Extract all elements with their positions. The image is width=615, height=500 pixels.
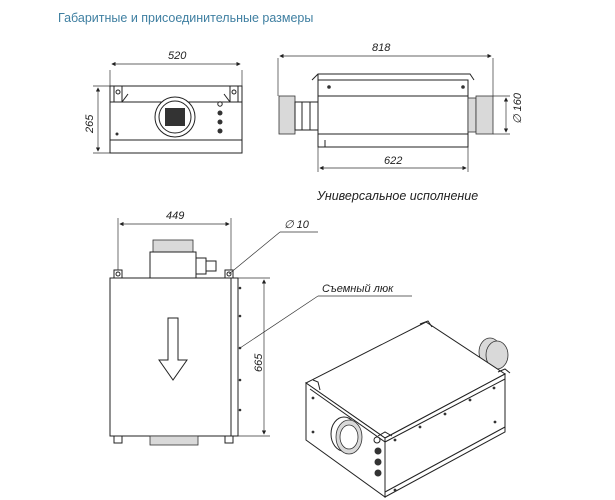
- side-view-caption: Универсальное исполнение: [316, 189, 478, 203]
- side-duct-left: [278, 95, 296, 135]
- removable-hatch-label: Съемный люк: [322, 283, 394, 295]
- duct-diameter-label: ∅ 160: [512, 92, 524, 124]
- airflow-direction-arrow: [158, 317, 188, 381]
- isometric-view: [305, 320, 511, 498]
- side-body-label: 622: [384, 155, 402, 167]
- side-view-body: [317, 79, 469, 148]
- hatch-leader-line: [239, 295, 319, 349]
- front-view: 520 265: [84, 50, 243, 154]
- iso-side-face: [384, 373, 506, 498]
- top-view: 449 665 ∅ 10: [109, 210, 412, 446]
- iso-connector: [373, 436, 381, 444]
- front-height-label: 265: [84, 114, 96, 134]
- hole-diameter-label: ∅ 10: [284, 219, 310, 231]
- front-width-label: 520: [168, 50, 187, 62]
- top-width-label: 449: [166, 210, 184, 222]
- top-duct-collar: [149, 251, 197, 279]
- side-length-label: 818: [372, 42, 391, 54]
- connector-dot: [217, 101, 223, 107]
- side-view: 818 ∅ 160 622 Универсальное исполнение: [277, 42, 524, 203]
- top-height-label: 665: [253, 353, 265, 372]
- hole-leader-line: [228, 231, 281, 275]
- fan-impeller-block: [165, 108, 185, 126]
- side-duct-right: [475, 95, 494, 135]
- page-title: Габаритные и присоединительные размеры: [58, 11, 314, 25]
